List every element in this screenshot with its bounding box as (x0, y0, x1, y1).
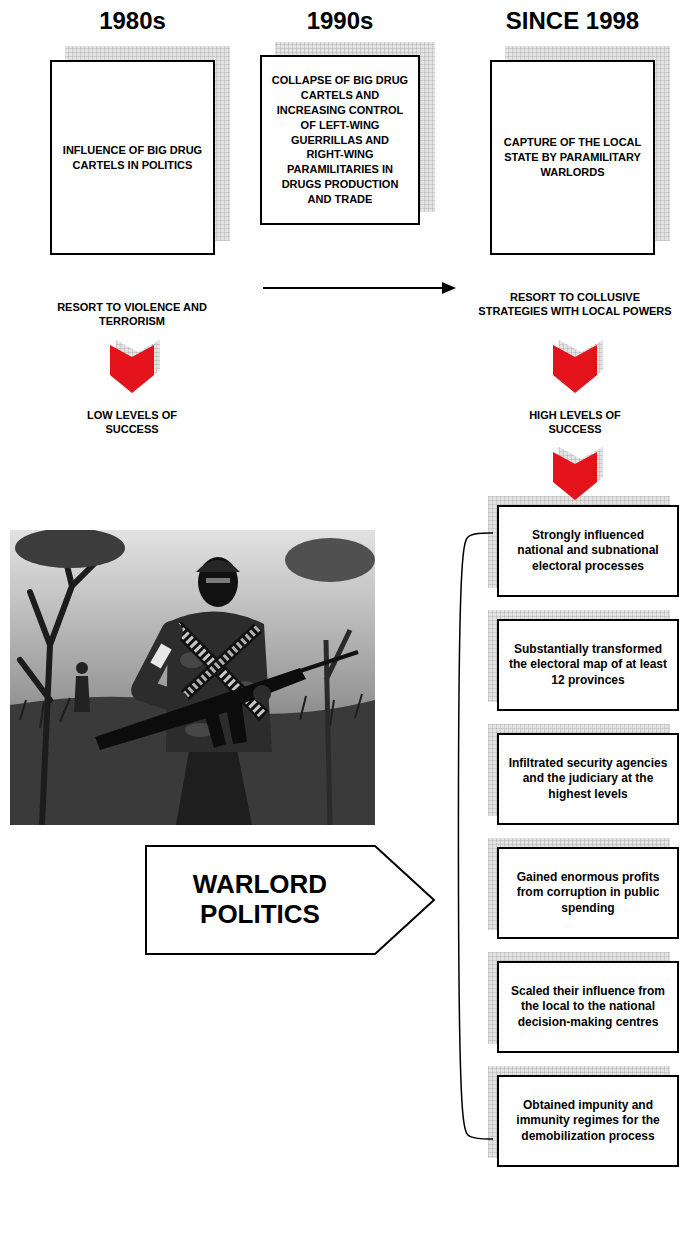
strategy-label: RESORT TO VIOLENCE AND TERRORISM (46, 300, 218, 329)
era-year: SINCE 1998 (506, 7, 639, 35)
outcome-text: Strongly influenced national and subnati… (508, 528, 668, 575)
outcome-text: Substantially transformed the electoral … (508, 642, 668, 689)
era-box: 1980sINFLUENCE OF BIG DRUG CARTELS IN PO… (50, 60, 215, 255)
timeline-arrow (442, 282, 456, 294)
outcome-box: Strongly influenced national and subnati… (497, 505, 679, 597)
soldier-photo (300, 652, 358, 671)
soldier-photo (150, 643, 171, 668)
era-year: 1980s (99, 7, 166, 35)
red-down-arrow (553, 452, 597, 500)
outcome-box: Obtained impunity and immunity regimes f… (497, 1075, 679, 1167)
red-down-arrow (553, 447, 603, 500)
outcome-box: Infiltrated security agencies and the ju… (497, 733, 679, 825)
soldier-photo (253, 685, 271, 703)
outcome-box: Scaled their influence from the local to… (497, 961, 679, 1053)
soldier-photo (206, 578, 230, 583)
outcome-text: Gained enormous profits from corruption … (508, 870, 668, 917)
era-description: COLLAPSE OF BIG DRUG CARTELS AND INCREAS… (262, 73, 418, 207)
soldier-photo (176, 745, 252, 825)
era-description: CAPTURE OF THE LOCAL STATE BY PARAMILITA… (492, 135, 653, 180)
red-down-arrow (110, 345, 154, 393)
outcome-label: HIGH LEVELS OF SUCCESS (505, 408, 645, 437)
concept-label: WARLORD POLITICS (145, 870, 375, 930)
soldier-photo (285, 538, 375, 582)
soldier-photo (10, 530, 375, 825)
outcome-label: LOW LEVELS OF SUCCESS (62, 408, 202, 437)
soldier-photo (10, 530, 375, 825)
soldier-photo (74, 676, 90, 712)
outcome-text: Scaled their influence from the local to… (508, 984, 668, 1031)
red-down-arrow (553, 340, 603, 393)
timeline-arrow (263, 287, 444, 289)
soldier-photo (15, 530, 125, 568)
timeline-arrow (263, 282, 456, 294)
red-down-arrow (110, 340, 160, 393)
strategy-label: RESORT TO COLLUSIVE STRATEGIES WITH LOCA… (475, 290, 675, 319)
era-year: 1990s (307, 7, 374, 35)
soldier-photo (142, 632, 178, 702)
soldier-photo (76, 662, 88, 674)
era-box: SINCE 1998CAPTURE OF THE LOCAL STATE BY … (490, 60, 655, 255)
soldier-photo (20, 545, 98, 825)
outcome-text: Infiltrated security agencies and the ju… (508, 756, 668, 803)
outcome-box: Gained enormous profits from corruption … (497, 847, 679, 939)
bracket (458, 533, 493, 1139)
era-box: 1990sCOLLAPSE OF BIG DRUG CARTELS AND IN… (260, 55, 420, 225)
era-description: INFLUENCE OF BIG DRUG CARTELS IN POLITIC… (52, 143, 213, 173)
red-down-arrow (553, 345, 597, 393)
outcome-text: Obtained impunity and immunity regimes f… (508, 1098, 668, 1145)
soldier-photo (205, 712, 226, 748)
outcome-box: Substantially transformed the electoral … (497, 619, 679, 711)
soldier-photo (95, 668, 306, 750)
bracket (458, 533, 493, 1139)
soldier-photo (196, 560, 240, 572)
pentagon-outline (146, 846, 434, 954)
concept-arrow-box: WARLORD POLITICS (145, 845, 435, 955)
